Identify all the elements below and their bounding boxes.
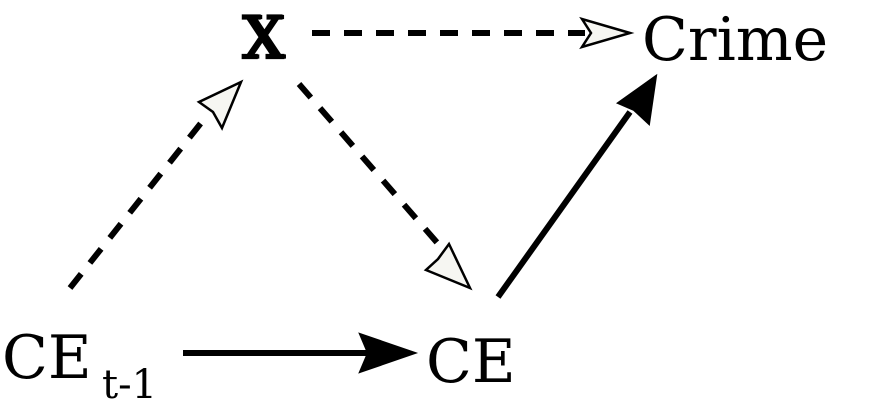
arrowhead-x-to-crime <box>579 16 635 50</box>
edge-ce-lag-to-x <box>67 116 208 290</box>
node-x-label: X <box>242 4 284 72</box>
edge-ce-to-crime <box>495 110 633 299</box>
node-x: X X <box>241 3 287 73</box>
node-ce-lag: CE t-1 <box>2 323 157 404</box>
node-x-label-inner: X <box>244 4 286 72</box>
edges <box>67 16 658 374</box>
arrowhead-x-to-ce <box>423 241 473 291</box>
arrowhead-ce-to-crime <box>615 73 658 127</box>
node-crime-label: Crime <box>642 5 828 75</box>
node-ce-lag-label: CE <box>2 323 92 393</box>
edge-x-to-ce <box>296 82 443 248</box>
nodes: X X Crime CE CE t-1 <box>2 3 828 404</box>
node-ce-label: CE <box>426 327 516 397</box>
arrowhead-ce-lag-to-ce <box>358 332 419 374</box>
node-ce-lag-subscript: t-1 <box>102 362 157 404</box>
arrowhead-ce-lag-to-x <box>196 79 244 131</box>
